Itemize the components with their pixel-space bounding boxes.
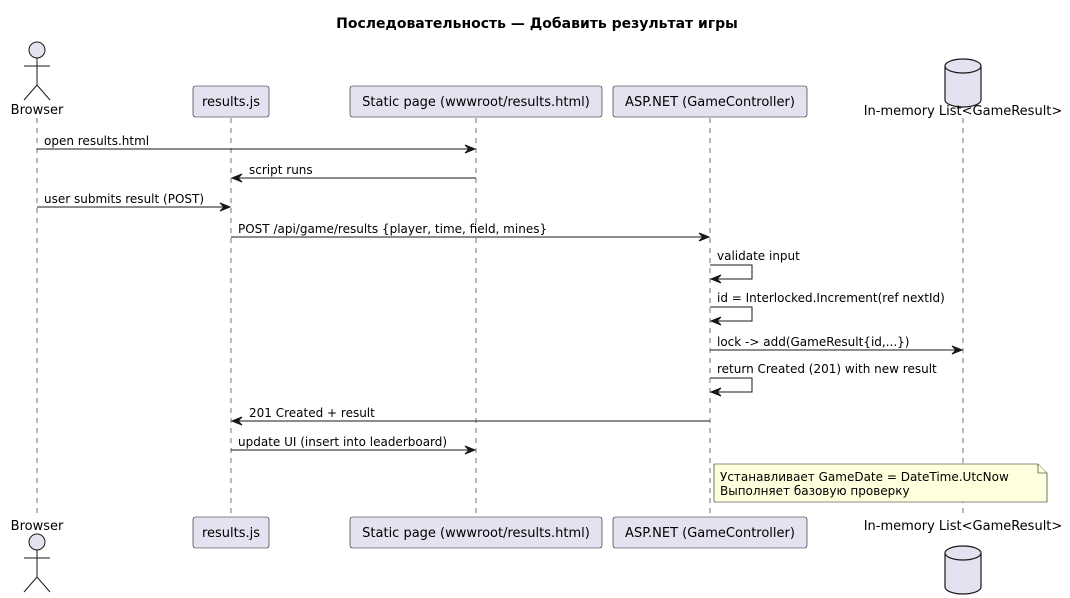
participant-box — [192, 516, 270, 549]
message-8: return Created (201) with new result — [709, 362, 937, 397]
actor-legs — [23, 84, 51, 101]
message-2: script runs — [230, 163, 476, 183]
note-line: Выполняет базовую проверку — [720, 484, 910, 498]
participant-label: Browser — [11, 519, 64, 534]
participant-box — [192, 85, 270, 118]
database-store-bottom: In-memory List<GameResult> — [864, 519, 1063, 595]
participant-resultsjs-bottom: results.js — [192, 516, 270, 549]
message-label: update UI (insert into leaderboard) — [238, 435, 447, 449]
database-icon — [944, 545, 982, 595]
participant-static-bottom: Static page (wwwroot/results.html) — [349, 516, 603, 549]
participant-label: results.js — [202, 526, 260, 541]
participant-static-top: Static page (wwwroot/results.html) — [349, 85, 603, 118]
message-10: update UI (insert into leaderboard) — [231, 435, 477, 455]
arrow-head — [709, 274, 722, 284]
arrow-head — [951, 345, 964, 355]
participant-resultsjs-top: results.js — [192, 85, 270, 118]
participant-heads: BrowserBrowserresults.jsresults.jsStatic… — [11, 41, 1063, 595]
message-6: id = Interlocked.Increment(ref nextId) — [709, 291, 945, 326]
note-line: Устанавливает GameDate = DateTime.UtcNow — [720, 470, 1009, 484]
participant-label: Static page (wwwroot/results.html) — [362, 95, 590, 110]
messages: open results.html script runs user submits… — [37, 134, 964, 455]
note-box — [713, 463, 1048, 503]
participant-label: ASP.NET (GameController) — [625, 526, 795, 541]
participant-label: Static page (wwwroot/results.html) — [362, 526, 590, 541]
self-message-line — [710, 377, 753, 393]
participant-box — [349, 516, 603, 549]
note-fold — [1037, 464, 1047, 474]
participant-api-top: ASP.NET (GameController) — [612, 85, 808, 118]
note: Устанавливает GameDate = DateTime.UtcNow… — [713, 463, 1048, 503]
message-9: 201 Created + result — [230, 406, 710, 426]
arrow-head — [219, 202, 232, 212]
message-label: return Created (201) with new result — [717, 362, 937, 376]
arrow-head — [709, 387, 722, 397]
arrow-head — [230, 416, 243, 426]
arrow-head — [464, 144, 477, 154]
database-store-top: In-memory List<GameResult> — [864, 58, 1063, 119]
message-5: validate input — [709, 249, 800, 284]
participant-label: In-memory List<GameResult> — [864, 519, 1063, 534]
participant-box — [612, 516, 808, 549]
lifelines — [36, 118, 964, 516]
message-label: id = Interlocked.Increment(ref nextId) — [717, 291, 945, 305]
message-label: lock -> add(GameResult{id,...}) — [717, 335, 909, 349]
message-label: open results.html — [44, 134, 149, 148]
diagram-title: Последовательность — Добавить результат … — [336, 16, 738, 32]
self-message-line — [710, 306, 753, 322]
arrow-head — [709, 316, 722, 326]
notes: Устанавливает GameDate = DateTime.UtcNow… — [713, 463, 1048, 503]
message-4: POST /api/game/results {player, time, fi… — [231, 222, 711, 242]
actor-legs — [23, 576, 51, 593]
participant-box — [612, 85, 808, 118]
actor-head — [28, 41, 46, 59]
message-label: 201 Created + result — [249, 406, 375, 420]
actor-browser-bottom: Browser — [11, 519, 64, 593]
participant-box — [349, 85, 603, 118]
message-3: user submits result (POST) — [37, 192, 232, 212]
actor-head — [28, 533, 46, 551]
participant-label: Browser — [11, 103, 64, 118]
participant-label: results.js — [202, 95, 260, 110]
arrow-head — [464, 445, 477, 455]
arrow-head — [230, 173, 243, 183]
message-label: POST /api/game/results {player, time, fi… — [238, 222, 547, 236]
self-message-line — [710, 264, 753, 280]
participant-label: In-memory List<GameResult> — [864, 104, 1063, 119]
message-label: user submits result (POST) — [44, 192, 204, 206]
participant-api-bottom: ASP.NET (GameController) — [612, 516, 808, 549]
message-7: lock -> add(GameResult{id,...}) — [710, 335, 964, 355]
arrow-head — [698, 232, 711, 242]
message-label: script runs — [249, 163, 313, 177]
database-icon — [944, 58, 982, 108]
participant-label: ASP.NET (GameController) — [625, 95, 795, 110]
message-label: validate input — [717, 249, 800, 263]
actor-browser-top: Browser — [11, 41, 64, 118]
message-1: open results.html — [37, 134, 477, 154]
